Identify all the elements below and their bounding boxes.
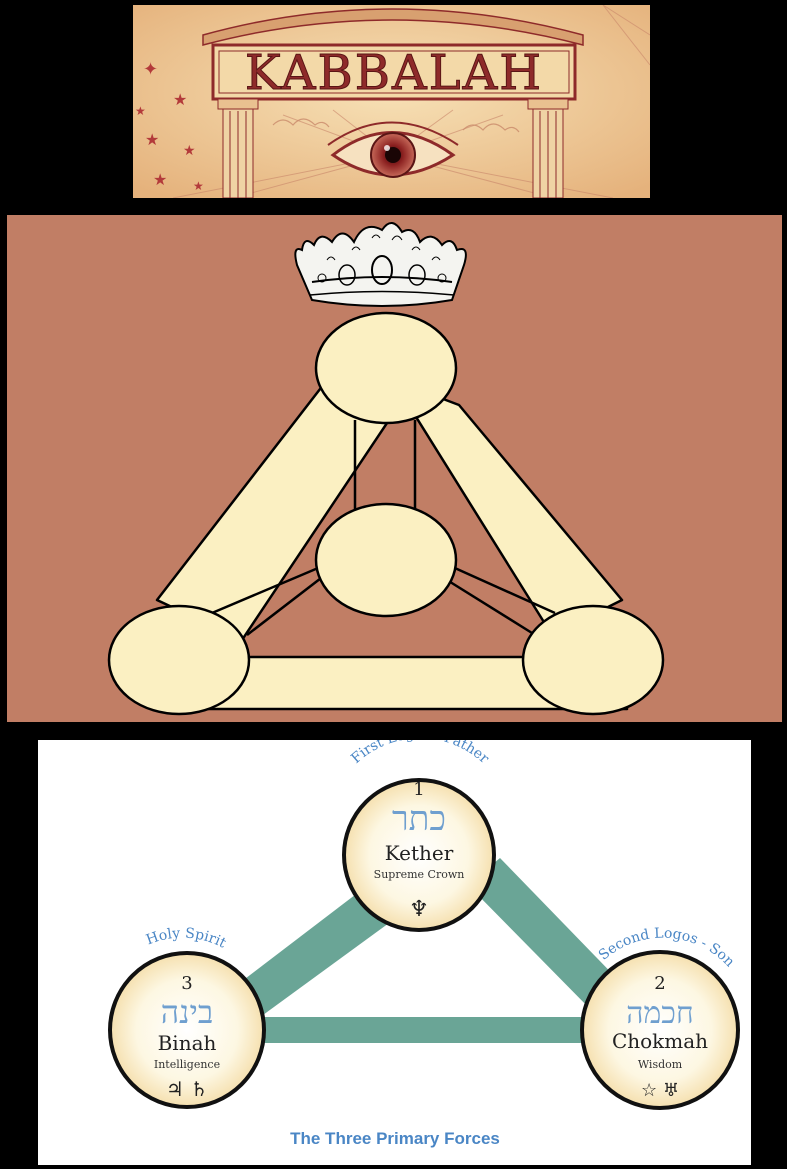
star-uranus-icon: ☆ ♅: [641, 1080, 679, 1101]
path-kether-binah: [233, 885, 400, 1015]
left-node: [107, 604, 251, 716]
neptune-icon: ♆: [409, 897, 429, 922]
chokmah-subtitle: Wisdom: [638, 1058, 683, 1071]
triangle-diagram-panel: [7, 215, 782, 722]
svg-text:★: ★: [135, 104, 146, 118]
kether-subtitle: Supreme Crown: [374, 868, 465, 881]
stars: ✦ ★ ★ ★ ★ ★ ★: [135, 59, 204, 193]
svg-text:★: ★: [183, 143, 196, 159]
top-node: [314, 311, 458, 425]
svg-text:✦: ✦: [143, 59, 158, 80]
binah-name: Binah: [158, 1031, 217, 1055]
sephira-chokmah: Second Logos - Son 2 חכמה Chokmah Wisdom…: [580, 926, 740, 1110]
path-kether-chokmah: [468, 858, 628, 1015]
svg-text:★: ★: [173, 90, 187, 109]
chokmah-name: Chokmah: [612, 1029, 708, 1053]
banner-title: KABBALAH: [245, 45, 543, 101]
sephira-binah: Holy Spirit 3 בינה Binah Intelligence ♃ …: [108, 926, 266, 1109]
kether-circle: [342, 778, 496, 932]
svg-text:★: ★: [193, 179, 204, 193]
binah-subtitle: Intelligence: [154, 1058, 220, 1071]
triangle-diagram: [7, 215, 782, 722]
banner-illustration: KABBALAH ✦ ★ ★ ★ ★ ★ ★: [133, 4, 651, 199]
kether-number: 1: [413, 779, 424, 800]
sephiroth-paths: [233, 858, 628, 1043]
right-column: [527, 98, 569, 199]
center-node: [314, 502, 458, 618]
svg-text:★: ★: [153, 170, 167, 189]
kabbalah-banner: KABBALAH ✦ ★ ★ ★ ★ ★ ★: [133, 4, 651, 199]
kether-name: Kether: [385, 841, 454, 865]
right-node: [521, 604, 665, 716]
chokmah-hebrew: חכמה: [626, 996, 693, 1031]
chokmah-number: 2: [654, 973, 665, 994]
left-column: [217, 98, 259, 199]
chokmah-circle: [580, 950, 740, 1110]
three-primary-forces-panel: First Logos - Father 1 כתר Kether Suprem…: [38, 726, 751, 1165]
diagram-caption: The Three Primary Forces: [290, 1129, 500, 1148]
jupiter-saturn-icon: ♃ ♄: [166, 1077, 208, 1101]
crown-icon: [294, 222, 467, 307]
eye-icon: [327, 121, 459, 178]
binah-hebrew: בינה: [161, 993, 214, 1031]
sephiroth-diagram: First Logos - Father 1 כתר Kether Suprem…: [38, 726, 751, 1165]
path-binah-chokmah: [258, 1017, 618, 1043]
kether-hebrew: כתר: [392, 799, 446, 839]
binah-circle: [108, 951, 266, 1109]
binah-number: 3: [181, 973, 192, 994]
svg-text:★: ★: [145, 130, 159, 149]
